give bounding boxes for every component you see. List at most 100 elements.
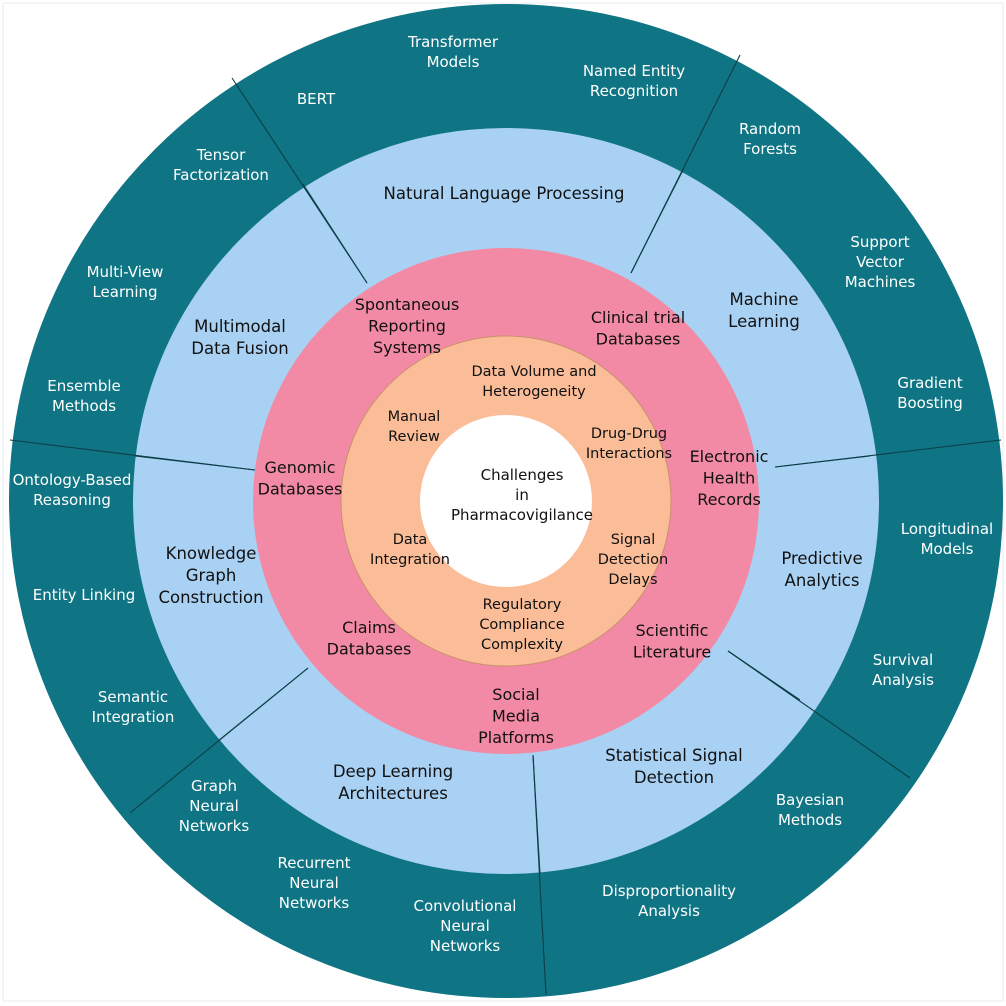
outer-label-line: Networks xyxy=(279,894,350,912)
blue-label-line: Data Fusion xyxy=(191,339,288,358)
blue-label-line: Graph xyxy=(186,566,237,585)
outer-label-line: Graph xyxy=(191,777,237,795)
peach-label-line: Heterogeneity xyxy=(482,384,586,400)
center-label-line: in xyxy=(515,486,529,504)
outer-label-line: Factorization xyxy=(173,166,269,184)
pink-label-line: Clinical trial xyxy=(591,308,685,327)
outer-label-line: Ensemble xyxy=(47,377,121,395)
outer-label-line: Neural xyxy=(289,874,338,892)
pink-label-line: Literature xyxy=(633,643,711,662)
outer-label-line: Models xyxy=(427,53,480,71)
peach-label-line: Review xyxy=(388,429,440,445)
blue-label-line: Deep Learning xyxy=(333,762,453,781)
blue-label-line: Detection xyxy=(634,768,714,787)
blue-divider xyxy=(302,183,368,284)
outer-label-entity-linking: Entity Linking xyxy=(33,586,135,604)
blue-divider xyxy=(727,650,801,701)
center-label-line: Challenges xyxy=(481,466,564,484)
outer-label-line: Analysis xyxy=(638,902,700,920)
pink-label-line: Genomic xyxy=(265,458,336,477)
outer-label-line: Methods xyxy=(778,811,842,829)
outer-label-line: Neural xyxy=(189,797,238,815)
blue-label-line: Architectures xyxy=(338,784,448,803)
pink-label-line: Reporting xyxy=(368,317,446,336)
outer-label-line: BERT xyxy=(297,90,336,108)
blue-label-line: Construction xyxy=(158,588,263,607)
outer-label-line: Recognition xyxy=(590,82,678,100)
ring-dividers xyxy=(9,54,1002,996)
blue-label-line: Machine xyxy=(729,290,798,309)
outer-label-line: Semantic xyxy=(98,688,168,706)
outer-label-line: Boosting xyxy=(897,394,963,412)
outer-label-line: Bayesian xyxy=(776,791,844,809)
peach-label-line: Detection xyxy=(598,552,668,568)
outer-label-line: Entity Linking xyxy=(33,586,135,604)
peach-label-line: Drug-Drug xyxy=(591,426,667,442)
outer-label-line: Methods xyxy=(52,397,116,415)
outer-label-line: Survival xyxy=(873,651,933,669)
outer-label-line: Support xyxy=(850,233,909,251)
outer-label-line: Models xyxy=(921,540,974,558)
outer-label-line: Integration xyxy=(92,708,175,726)
pink-label-line: Databases xyxy=(258,480,343,499)
center-circle xyxy=(420,415,592,587)
pink-label-line: Records xyxy=(697,490,761,509)
blue-label-line: Learning xyxy=(728,312,800,331)
outer-label-line: Learning xyxy=(92,283,157,301)
outer-label-line: Vector xyxy=(856,253,905,271)
blue-divider xyxy=(774,455,871,468)
peach-label-line: Complexity xyxy=(481,637,563,653)
outer-label-line: Networks xyxy=(179,817,250,835)
blue-label-line: Natural Language Processing xyxy=(384,184,625,203)
outer-label-line: Tensor xyxy=(196,146,246,164)
blue-label-line: Multimodal xyxy=(194,317,286,336)
peach-label-line: Integration xyxy=(370,552,450,568)
outer-label-line: Disproportionality xyxy=(602,882,736,900)
blue-divider xyxy=(217,667,309,742)
blue-label-line: Predictive xyxy=(781,549,862,568)
pink-label-line: Databases xyxy=(596,330,681,349)
outer-label-line: Reasoning xyxy=(33,491,111,509)
outer-label-bert: BERT xyxy=(297,90,336,108)
outer-label-line: Longitudinal xyxy=(901,520,993,538)
peach-label-line: Regulatory xyxy=(483,597,562,613)
pink-label-line: Health xyxy=(703,469,756,488)
outer-label-line: Ontology-Based xyxy=(13,471,132,489)
outer-label-line: Gradient xyxy=(897,374,962,392)
outer-label-line: Random xyxy=(739,120,801,138)
outer-label-line: Named Entity xyxy=(583,62,685,80)
blue-label-natural-language-processing: Natural Language Processing xyxy=(384,184,625,203)
outer-label-line: Neural xyxy=(440,917,489,935)
pink-label-line: Media xyxy=(492,707,540,726)
peach-label-line: Signal xyxy=(611,532,656,548)
center-label-line: Pharmacovigilance xyxy=(451,506,593,524)
